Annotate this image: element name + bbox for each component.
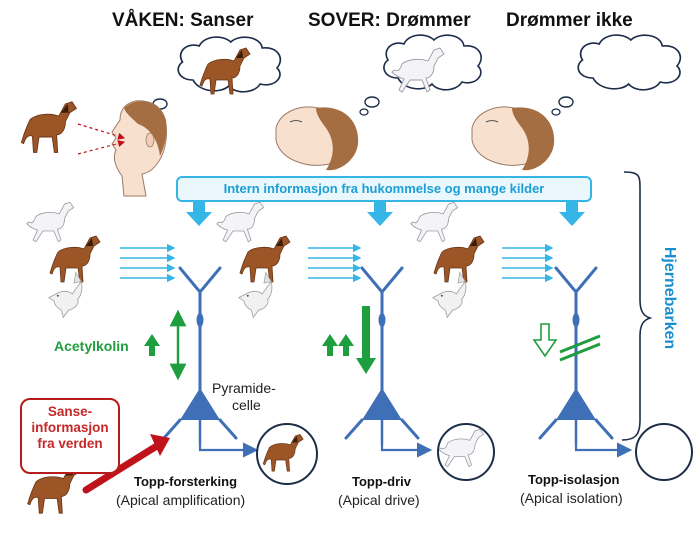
mode-translation-apical-drive: (Apical drive) <box>338 492 420 508</box>
dove-icon <box>432 271 467 318</box>
mode-name-apical-drive: Topp-driv <box>352 474 411 489</box>
thought-cloud-icon <box>551 34 682 116</box>
internal-information-banner: Intern informasjon fra hukommelse og man… <box>176 176 592 202</box>
acetylcholine-double-up-arrow <box>322 334 354 356</box>
cortex-brace <box>621 171 653 441</box>
apical-drive-arrow <box>356 306 376 374</box>
output-circle-empty <box>635 423 693 481</box>
eye-gaze-icon <box>77 123 126 155</box>
thought-cloud-icon <box>359 34 482 116</box>
mode-translation-apical-isolation: (Apical isolation) <box>520 490 623 506</box>
cortex-label: Hjernebarken <box>661 246 678 350</box>
title-awake: VÅKEN: Sanser <box>112 10 254 31</box>
axon-outputs <box>198 442 633 458</box>
dove-icon <box>48 271 83 318</box>
mode-name-apical-isolation: Topp-isolasjon <box>528 472 620 487</box>
sensory-input-arrow <box>82 434 170 494</box>
pyramidal-neuron <box>538 266 614 446</box>
head-icon <box>471 106 555 171</box>
horse-icon <box>20 101 77 153</box>
white-horse-icon <box>410 201 459 243</box>
pyramidal-neuron <box>162 266 238 446</box>
white-horse-icon <box>216 201 265 243</box>
sensory-input-lines <box>120 243 554 283</box>
sensory-info-box: Sanse- informasjon fra verden <box>20 398 120 474</box>
acetylcholine-down-arrow-outline <box>532 323 558 358</box>
acetylcholine-label: Acetylkolin <box>54 338 129 354</box>
mode-name-apical-amplification: Topp-forsterking <box>134 474 238 489</box>
pyramidal-neuron <box>344 266 420 446</box>
pyramid-cell-label: Pyramide- celle <box>212 380 276 413</box>
title-asleep-dreaming: SOVER: Drømmer <box>308 10 471 31</box>
internal-input-arrows <box>186 200 585 226</box>
white-horse-icon <box>26 201 75 243</box>
head-icon <box>275 106 359 171</box>
title-not-dreaming: Drømmer ikke <box>506 10 633 31</box>
mode-translation-apical-amplification: (Apical amplification) <box>116 492 246 508</box>
head-icon <box>111 100 167 197</box>
blocked-connection-icon <box>559 334 601 362</box>
dove-icon <box>238 271 273 318</box>
acetylcholine-up-arrow <box>144 334 160 356</box>
